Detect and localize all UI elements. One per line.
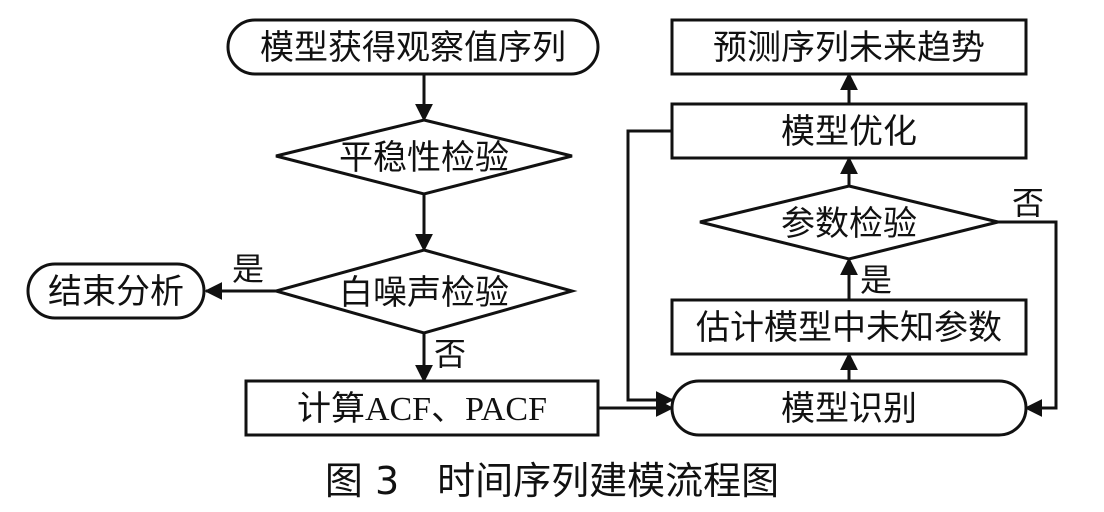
node-stationarity-test: 平稳性检验 [275,118,573,196]
edge-optimize-to-identify [626,129,674,409]
node-end-analysis-label: 结束分析 [48,272,184,312]
node-white-noise-test-label: 白噪声检验 [339,273,509,313]
node-stationarity-test-label: 平稳性检验 [339,138,509,178]
node-obtain-series: 模型获得观察值序列 [226,18,600,76]
edge-label-param-yes: 是 [860,261,892,299]
node-model-identify: 模型识别 [670,379,1028,437]
node-param-test: 参数检验 [699,184,999,261]
edge-param-to-identify [998,220,1058,417]
node-model-identify-label: 模型识别 [781,389,917,429]
node-forecast-trend: 预测序列未来趋势 [670,18,1028,76]
node-estimate-params: 估计模型中未知参数 [670,298,1028,356]
node-end-analysis: 结束分析 [26,262,206,320]
edge-label-white-noise-no: 否 [434,335,466,373]
node-param-test-label: 参数检验 [781,204,917,244]
figure-caption: 图 3 时间序列建模流程图 [325,459,779,503]
node-forecast-trend-label: 预测序列未来趋势 [713,28,985,68]
edge-label-white-noise-yes: 是 [232,250,264,288]
edge-label-param-no: 否 [1012,184,1044,222]
node-model-optimize-label: 模型优化 [781,112,917,152]
node-compute-acf-pacf-label: 计算ACF、PACF [297,390,547,428]
node-model-optimize: 模型优化 [670,102,1028,160]
node-estimate-params-label: 估计模型中未知参数 [696,308,1002,348]
node-compute-acf-pacf: 计算ACF、PACF [244,379,600,437]
node-obtain-series-label: 模型获得观察值序列 [260,28,566,68]
node-white-noise-test: 白噪声检验 [270,248,578,335]
